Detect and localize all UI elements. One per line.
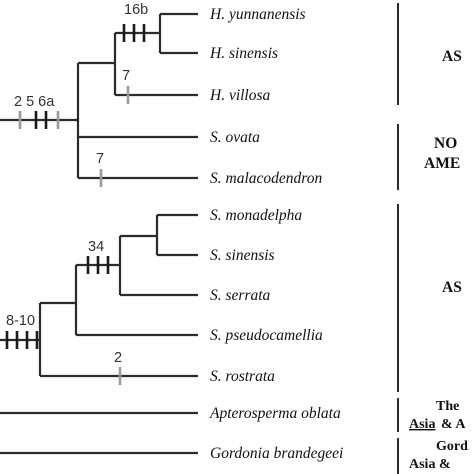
region-gordonia-2: Asia & bbox=[409, 457, 451, 472]
label-2-5-6a: 2 5 6a bbox=[14, 94, 55, 110]
region-north-america-1: NO bbox=[434, 135, 457, 152]
taxon-s-malacodendron: S. malacodendron bbox=[210, 170, 322, 187]
region-apterosperma-2a: Asia bbox=[409, 417, 435, 432]
region-labels: AS NO AME AS The Asia & A Gord Asia & bbox=[409, 48, 468, 472]
taxon-s-monadelpha: S. monadelpha bbox=[210, 207, 302, 224]
taxon-h-yunnanensis: H. yunnanensis bbox=[209, 6, 306, 23]
taxon-gordonia: Gordonia brandegeei bbox=[210, 445, 343, 462]
label-16b: 16b bbox=[124, 2, 148, 18]
taxon-s-sinensis: S. sinensis bbox=[210, 247, 275, 264]
taxon-apterosperma: Apterosperma oblata bbox=[209, 405, 341, 422]
taxon-h-villosa: H. villosa bbox=[209, 87, 271, 104]
region-north-america-2: AME bbox=[424, 155, 460, 172]
taxon-h-sinensis: H. sinensis bbox=[209, 45, 278, 62]
region-apterosperma-2b: & A bbox=[441, 417, 466, 432]
character-labels: 16b 7 2 5 6a 7 34 8-10 2 bbox=[6, 2, 148, 366]
region-asia-top: AS bbox=[442, 48, 462, 65]
taxon-labels: H. yunnanensis H. sinensis H. villosa S.… bbox=[209, 6, 343, 462]
character-ticks bbox=[5, 24, 146, 385]
taxon-s-ovata: S. ovata bbox=[210, 129, 260, 146]
label-7-hvillosa: 7 bbox=[122, 68, 130, 84]
label-34: 34 bbox=[88, 239, 104, 255]
taxon-s-pseudocamellia: S. pseudocamellia bbox=[210, 327, 323, 344]
label-2-srostrata: 2 bbox=[114, 350, 122, 366]
label-7-smalacodendron: 7 bbox=[96, 151, 104, 167]
tree-branches bbox=[0, 12, 198, 455]
region-apterosperma-1: The bbox=[436, 399, 459, 414]
label-8-10: 8-10 bbox=[6, 313, 35, 329]
region-asia-mid: AS bbox=[442, 279, 462, 296]
region-gordonia-1: Gord bbox=[436, 439, 468, 454]
taxon-s-serrata: S. serrata bbox=[210, 287, 271, 304]
taxon-s-rostrata: S. rostrata bbox=[210, 368, 275, 385]
